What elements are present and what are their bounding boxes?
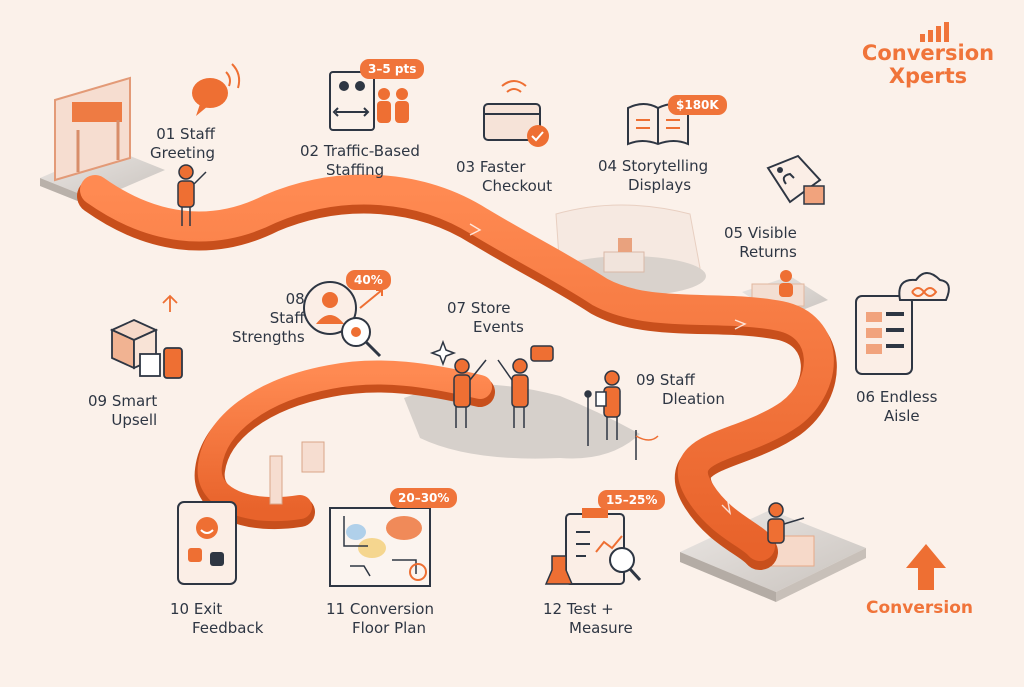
journey-road-lower [197,360,492,522]
speaker-icon [584,370,659,460]
step-09-smart-upsell-label: 09 Smart Upsell [88,392,158,429]
speech-bubble-icon [192,63,241,116]
step-10-label: 10 Exit Feedback [170,600,264,637]
journey-road [80,174,834,561]
step-11-label: 11 Conversion Floor Plan [326,600,434,637]
step-08-badge: 40% [346,270,391,290]
conversion-end-label: Conversion [866,598,973,618]
step-11-badge: 20–30% [390,488,458,508]
step-02-badge: 3–5 pts [360,59,425,79]
step-12-badge: 15–25% [598,490,666,510]
greeter-person-icon [177,164,207,226]
step-04-label: 04 Storytelling Displays [598,157,709,194]
brand-line1: Conversion [861,41,995,65]
clipboard-flask-icon [544,508,642,585]
step-12-label: 12 Test + Measure [543,600,633,637]
up-arrow-icon [906,544,946,590]
people-icon [329,71,409,131]
signage-posts [269,441,325,505]
returns-clerk-icon [779,270,793,297]
logo-bars-icon [920,22,949,42]
step-09-staff-dleation-label: 09 Staff Dleation [636,371,725,408]
step-06-label: 06 Endless Aisle [856,388,938,425]
brand-logo: Conversion Xperts [858,42,998,88]
road-arrows [469,223,747,516]
person-gear-icon [303,281,383,358]
step-03-label: 03 Faster Checkout [456,158,553,195]
step-08-label: 08 Staff Strengths [232,290,305,346]
conversion-person-icon [767,502,805,544]
card-icon [483,80,549,147]
box-upsell-icon [109,294,183,379]
brand-line2: Xperts [888,64,968,88]
tag-return-icon [766,154,825,205]
tablet-smile-icon [177,501,237,585]
tablet-infinity-icon [855,272,950,375]
heatmap-floorplan-icon [329,507,431,587]
step-04-badge: $180K [668,95,727,115]
step-02-label: 02 Traffic-Based Staffing [300,142,420,179]
step-01-label: 01 Staff Greeting [150,125,215,162]
cheers-icon [429,339,554,428]
step-05-label: 05 Visible Returns [724,224,797,261]
door-icon [54,76,131,182]
step-07-label: 07 Store Events [447,299,524,336]
